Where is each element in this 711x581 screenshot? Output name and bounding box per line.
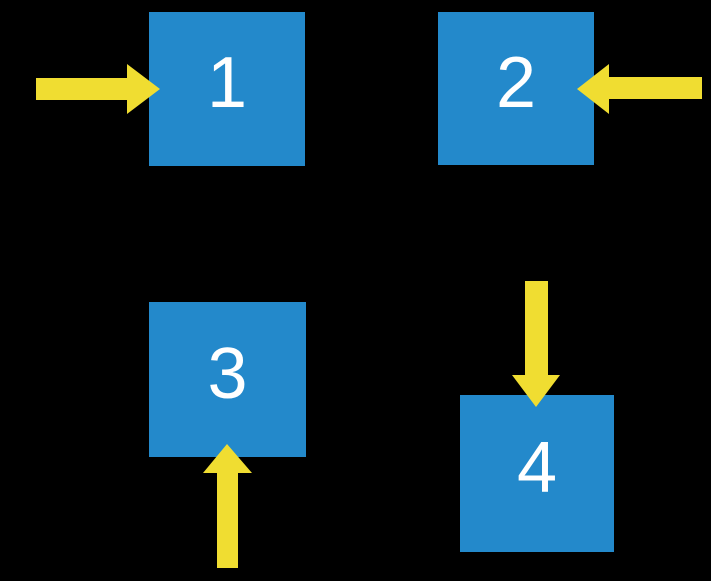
square-1-label: 1 [206,43,248,123]
square-3[interactable]: 3 [149,302,306,457]
arrow-right-icon [36,64,160,114]
arrow-up-icon [203,444,252,568]
square-2-label: 2 [495,42,537,123]
square-4-label: 4 [516,427,558,508]
arrow-down-icon [512,281,560,407]
square-1[interactable]: 1 [149,12,305,166]
square-2[interactable]: 2 [438,12,594,165]
arrow-left-icon [577,64,702,114]
square-4[interactable]: 4 [460,395,614,552]
square-3-label: 3 [207,333,248,414]
